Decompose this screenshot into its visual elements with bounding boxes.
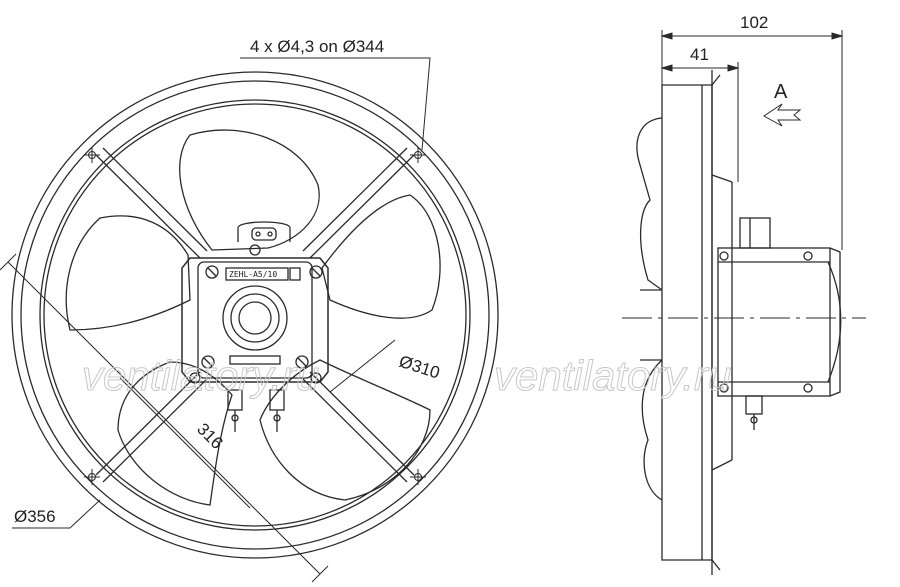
dim-102-label: 102 — [740, 13, 768, 32]
dim-line-356 — [7, 261, 321, 575]
side-blade-top — [636, 117, 663, 291]
view-a-arrow — [763, 103, 802, 127]
terminal-box — [237, 221, 291, 242]
fan-blade-bottom-right — [259, 359, 431, 501]
dim-316-label: 316 — [193, 419, 226, 452]
side-view — [622, 70, 866, 575]
outer-flange-ring — [11, 71, 499, 559]
diameter-310-label: Ø310 — [397, 352, 442, 383]
nameplate-text: ZEHL-A5/10 — [229, 270, 277, 279]
side-cable-gland — [745, 395, 763, 415]
side-flange — [661, 84, 713, 561]
motor-housing — [181, 257, 329, 383]
mounting-holes — [84, 147, 426, 485]
guard-ring-inner — [43, 103, 467, 527]
dim-41-label: 41 — [690, 45, 709, 64]
dim-line-316 — [119, 377, 251, 509]
diameter-356-label: Ø356 — [14, 507, 56, 526]
side-blade-bottom — [641, 359, 663, 501]
front-view: ZEHL-A5/10 — [11, 71, 499, 559]
motor-hub — [222, 285, 288, 351]
watermark-left: ventilatory.ru — [82, 352, 319, 399]
front-dimensions — [0, 57, 431, 583]
side-terminal-box — [739, 217, 771, 249]
watermark-right: ventilatory.ru — [494, 352, 731, 399]
view-a-label: A — [774, 81, 788, 103]
fan-blade-left — [65, 215, 191, 331]
fan-blade-right — [321, 194, 441, 319]
guard-ring — [39, 99, 471, 531]
nameplate — [225, 267, 289, 281]
inner-flange-ring — [20, 80, 490, 550]
fan-blade-top — [179, 129, 320, 251]
side-motor-body — [717, 247, 831, 397]
housing-screws — [189, 244, 323, 384]
side-dimensions — [660, 30, 844, 250]
holes-label: 4 x Ø4,3 on Ø344 — [250, 37, 384, 56]
